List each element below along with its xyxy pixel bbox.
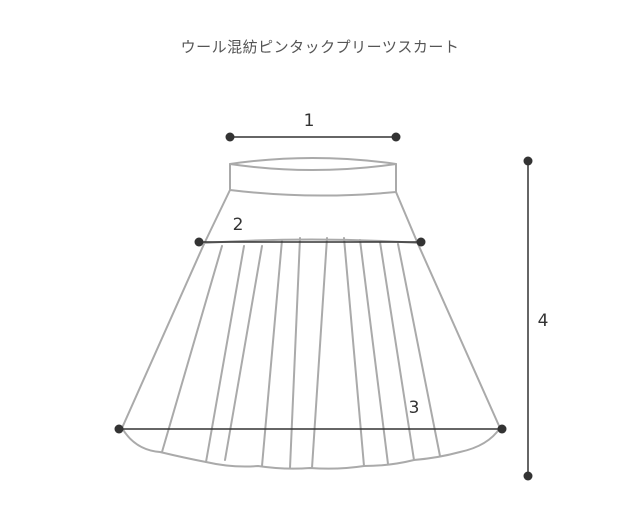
page-title: ウール混紡ピンタックプリーツスカート — [180, 38, 460, 56]
measure-endpoint — [114, 424, 124, 434]
pleat-line — [343, 237, 365, 467]
measure-endpoint — [523, 156, 533, 166]
measure-endpoint — [391, 132, 401, 142]
measurement-length: 4 — [523, 156, 549, 481]
waistband-top — [229, 157, 397, 171]
pleat-line — [224, 245, 263, 461]
measure-endpoint — [497, 424, 507, 434]
measurement-label-waist: 1 — [304, 111, 315, 131]
measurement-label-length: 4 — [538, 311, 549, 331]
measurement-hem: 3 — [114, 398, 507, 434]
pleat-line — [205, 245, 245, 463]
measure-endpoint — [194, 237, 204, 247]
measure-endpoint — [523, 471, 533, 481]
measure-endpoint — [225, 132, 235, 142]
pleat-line — [161, 245, 223, 453]
yoke-left-side — [203, 189, 231, 245]
skirt-illustration — [121, 157, 501, 470]
measurement-label-hip: 2 — [233, 215, 244, 235]
measurement-waist: 1 — [225, 111, 401, 142]
pleat-line — [359, 239, 389, 465]
skirt-right-side — [417, 243, 501, 429]
pleat-line — [311, 237, 328, 469]
measure-endpoint — [416, 237, 426, 247]
pleat-line — [379, 241, 415, 461]
pleat-line — [261, 239, 283, 467]
pleat-line — [289, 237, 301, 469]
waistband-bottom — [229, 189, 397, 197]
measurement-label-hem: 3 — [409, 398, 420, 418]
yoke-right-side — [395, 191, 419, 245]
skirt-hem — [121, 427, 501, 470]
skirt-left-side — [121, 243, 205, 429]
pleat-line — [397, 243, 441, 457]
measurement-hip: 2 — [194, 215, 426, 247]
